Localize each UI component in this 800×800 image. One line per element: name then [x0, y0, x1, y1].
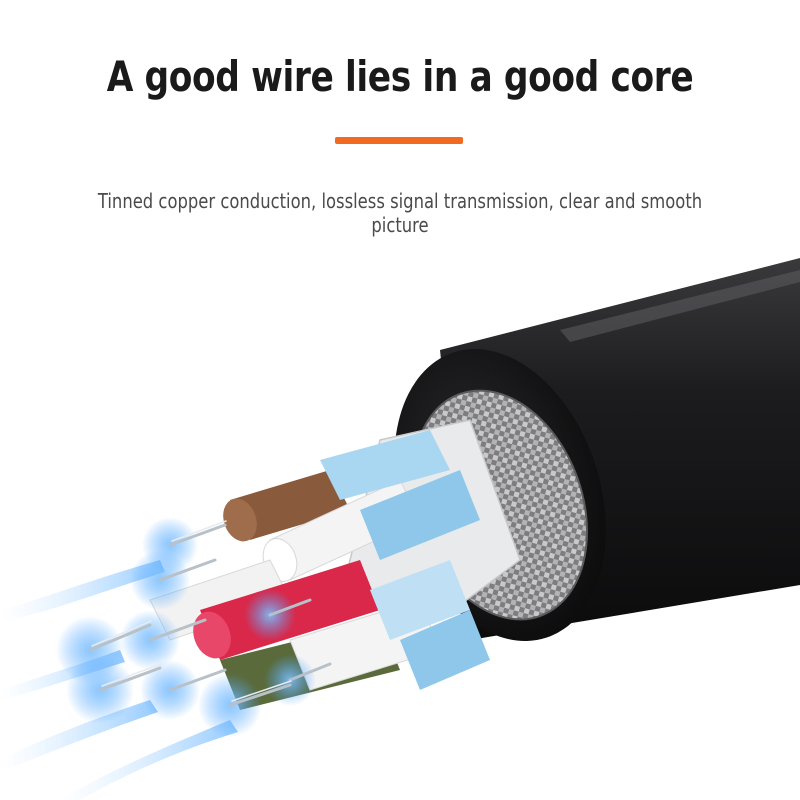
- title-accent-divider: [335, 137, 463, 144]
- page-title: A good wire lies in a good core: [106, 52, 694, 101]
- strand-tips: [56, 517, 332, 737]
- page-subtitle: Tinned copper conduction, lossless signa…: [97, 189, 703, 237]
- cable-cross-section-illustration: [0, 258, 800, 800]
